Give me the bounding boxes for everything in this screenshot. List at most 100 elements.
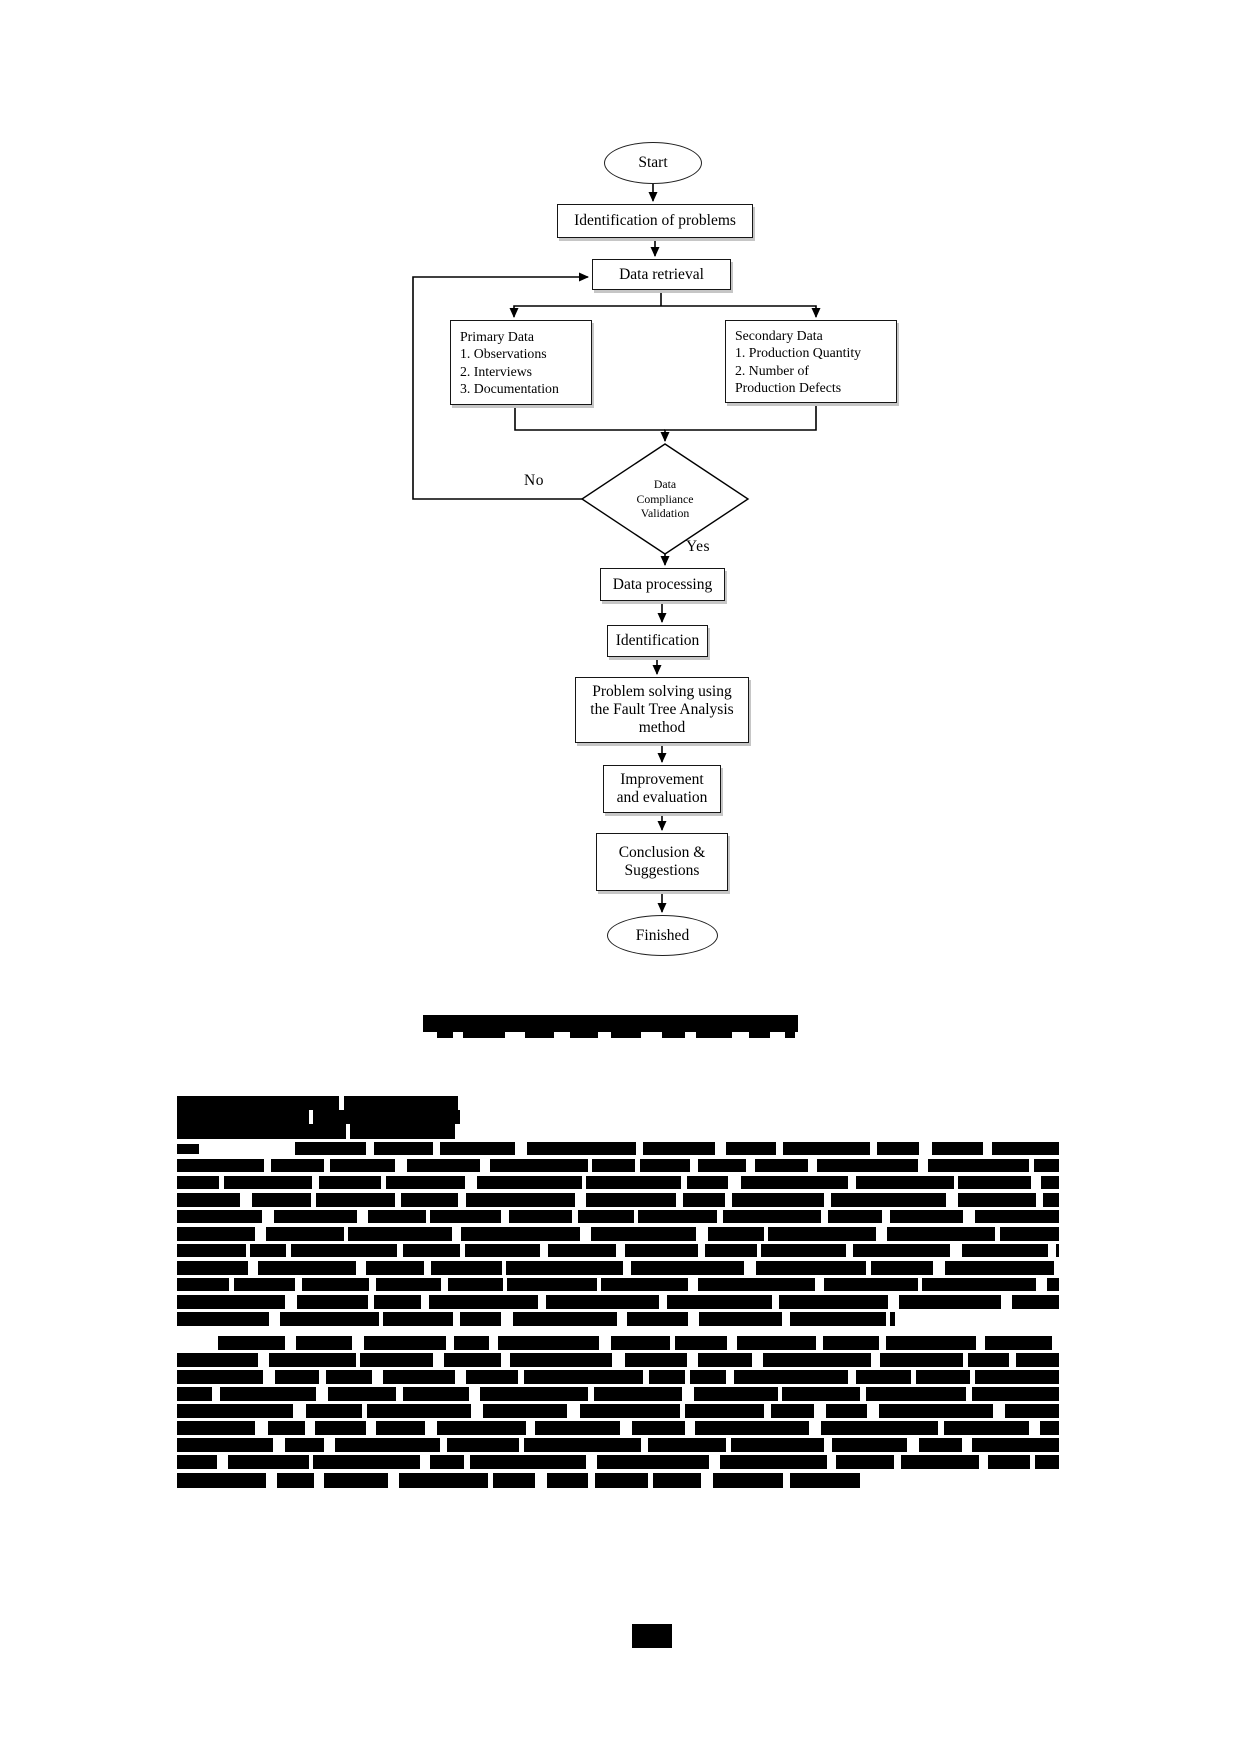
redaction-bar [943,1421,1030,1435]
redaction-bar [228,1455,309,1469]
redaction-bar [1011,1295,1059,1309]
redaction-bar [177,1159,265,1172]
redaction-bar [945,1261,1055,1275]
redaction-bar [177,1210,263,1223]
redaction-bar [507,1278,598,1291]
redaction-bar [666,1295,772,1309]
redaction-bar [865,1387,966,1401]
redaction-bar [220,1387,317,1401]
redaction-bar [749,1032,771,1038]
node-label: Finished [635,926,690,944]
redaction-bar [386,1176,465,1189]
redaction-bar [698,1353,752,1367]
redaction-bar [489,1159,588,1172]
redaction-bar [223,1176,312,1189]
redaction-bar [579,1404,680,1418]
redaction-bar [1005,1404,1059,1418]
redaction-bar [1040,1176,1059,1189]
redaction-bar [690,1370,726,1384]
redaction-bar [477,1176,583,1189]
node-label-line: 1. Observations [460,346,547,361]
redaction-bar [826,1404,867,1418]
redaction-bar [762,1353,871,1367]
redaction-bar [402,1387,470,1401]
node-label-line: and evaluation [616,789,708,806]
redaction-bar [625,1353,687,1367]
redaction-bar [373,1295,422,1309]
redaction-bar [975,1210,1059,1223]
redaction-bar [631,1261,745,1275]
redaction-bar [741,1176,848,1189]
redaction-bar [821,1421,938,1435]
redaction-bar [712,1473,783,1488]
redaction-bar [722,1210,822,1223]
redaction-bar [916,1370,971,1384]
redaction-bar [177,1176,219,1189]
redaction-bar [971,1387,1059,1401]
redaction-bar [400,1193,458,1207]
redaction-bar [586,1193,676,1207]
node-label: Data retrieval [619,265,704,283]
redaction-bar [649,1370,685,1384]
redaction-bar [258,1261,356,1275]
node-label-line: Conclusion & [618,844,706,861]
redaction-bar [305,1404,362,1418]
redaction-bar [280,1312,379,1326]
node-label-line: Suggestions [624,862,700,879]
flow-arrow [509,305,661,318]
node-shape-data-compliance-validation [580,443,750,555]
node-data-retrieval: Data retrieval [592,259,731,290]
redaction-bar [898,1295,1001,1309]
redaction-bar [1015,1353,1059,1367]
redaction-bar [682,1193,725,1207]
redaction-bar [382,1370,456,1384]
redaction-bar [177,1278,230,1291]
redaction-bar [972,1438,1059,1452]
redaction-bar [855,1176,954,1189]
redaction-bar [270,1159,324,1172]
redaction-bar [785,1032,795,1038]
redaction-bar [335,1438,440,1452]
redaction-bar [329,1159,396,1172]
redaction-bar [493,1473,536,1488]
redaction-bar [569,1032,599,1038]
redaction-bar [480,1387,589,1401]
redaction-bar [465,1370,518,1384]
redaction-bar [446,1438,519,1452]
redaction-bar [454,1336,490,1350]
redaction-bar [591,1159,636,1172]
redaction-bar [831,1193,947,1207]
redaction-bar [177,1473,266,1488]
redaction-bar [464,1244,540,1257]
redaction-bar [461,1227,581,1241]
redaction-bar [642,1142,716,1155]
redaction-bar [366,1261,424,1275]
redaction-bar [961,1244,1049,1257]
redaction-bar [1047,1278,1059,1291]
node-label-line: Data [653,477,677,492]
redaction-bar [595,1473,648,1488]
redaction-bar [726,1142,777,1155]
redaction-bar [545,1295,660,1309]
redaction-bar [958,1193,1037,1207]
redaction-bar [430,1210,502,1223]
redaction-bar [548,1244,616,1257]
redaction-bar [177,1227,255,1241]
redaction-bar [177,1295,286,1309]
redaction-bar [782,1387,860,1401]
redaction-bar [177,1261,248,1275]
redaction-bar [350,1124,455,1139]
redaction-bar [367,1404,472,1418]
redaction-bar [444,1353,502,1367]
redaction-bar [877,1142,920,1155]
redaction-bar [423,1015,798,1032]
redaction-bar [437,1421,527,1435]
redaction-bar [856,1370,911,1384]
flow-arrow [514,405,665,431]
redaction-bar [985,1336,1052,1350]
redaction-bar [177,1244,246,1257]
redaction-bar [817,1159,919,1172]
redaction-bar [591,1227,697,1241]
redaction-bar [693,1387,778,1401]
